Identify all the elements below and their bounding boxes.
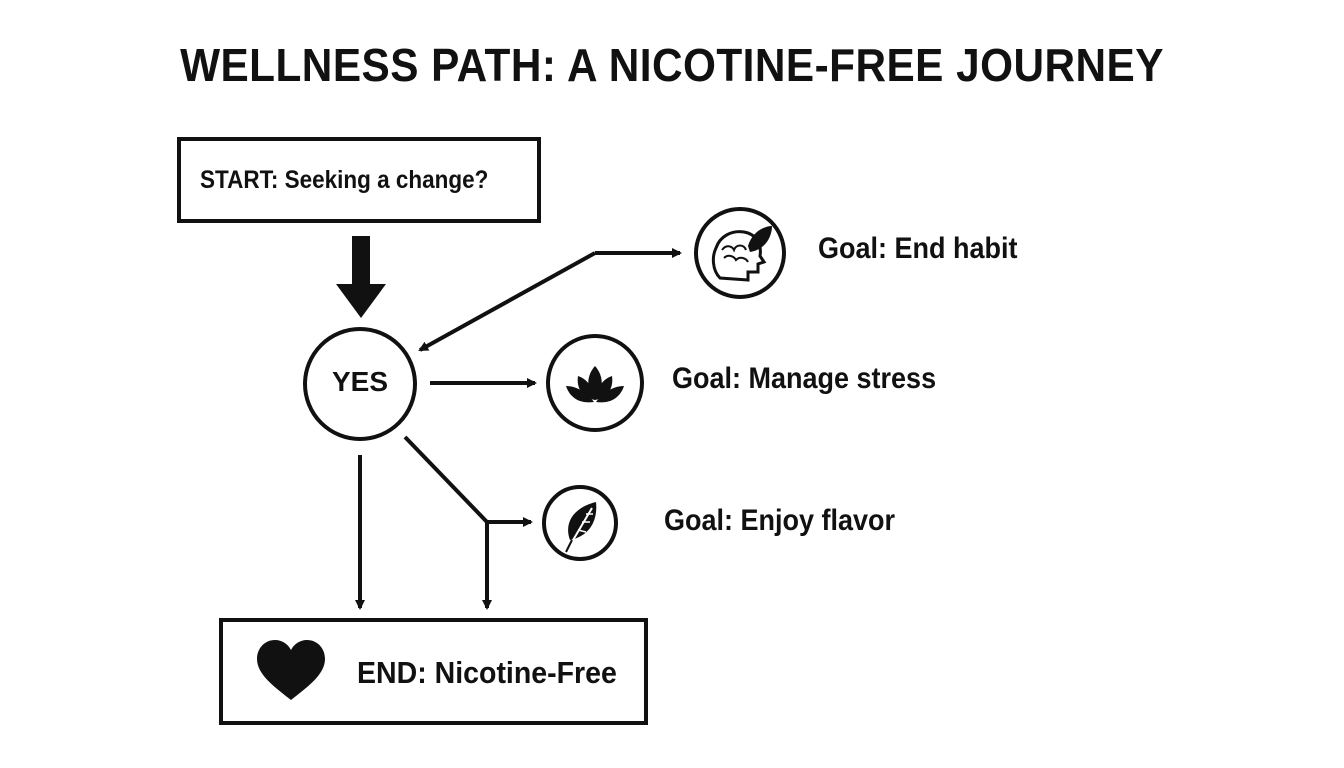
connector-to-goal-3	[403, 435, 533, 527]
heart-icon	[257, 640, 325, 700]
leaf-icon	[542, 485, 618, 561]
start-box	[177, 137, 541, 223]
decision-label: YES	[331, 366, 389, 397]
lotus-icon	[546, 334, 644, 432]
connector-goal-1	[418, 251, 596, 352]
goal-manage-stress-label: Goal: Manage stress	[672, 362, 937, 395]
goal-end-habit-label: Goal: End habit	[818, 232, 1018, 265]
end-label: END: Nicotine-Free	[357, 655, 617, 690]
goal-enjoy-flavor-label: Goal: Enjoy flavor	[664, 504, 896, 537]
start-to-yes-arrow	[336, 236, 386, 318]
start-label: START: Seeking a change?	[200, 166, 489, 194]
brain-leaf-icon	[694, 207, 786, 299]
diagram-title: WELLNESS PATH: A NICOTINE-FREE JOURNEY	[180, 39, 1164, 91]
decision-circle	[303, 327, 417, 441]
end-box	[219, 618, 648, 725]
